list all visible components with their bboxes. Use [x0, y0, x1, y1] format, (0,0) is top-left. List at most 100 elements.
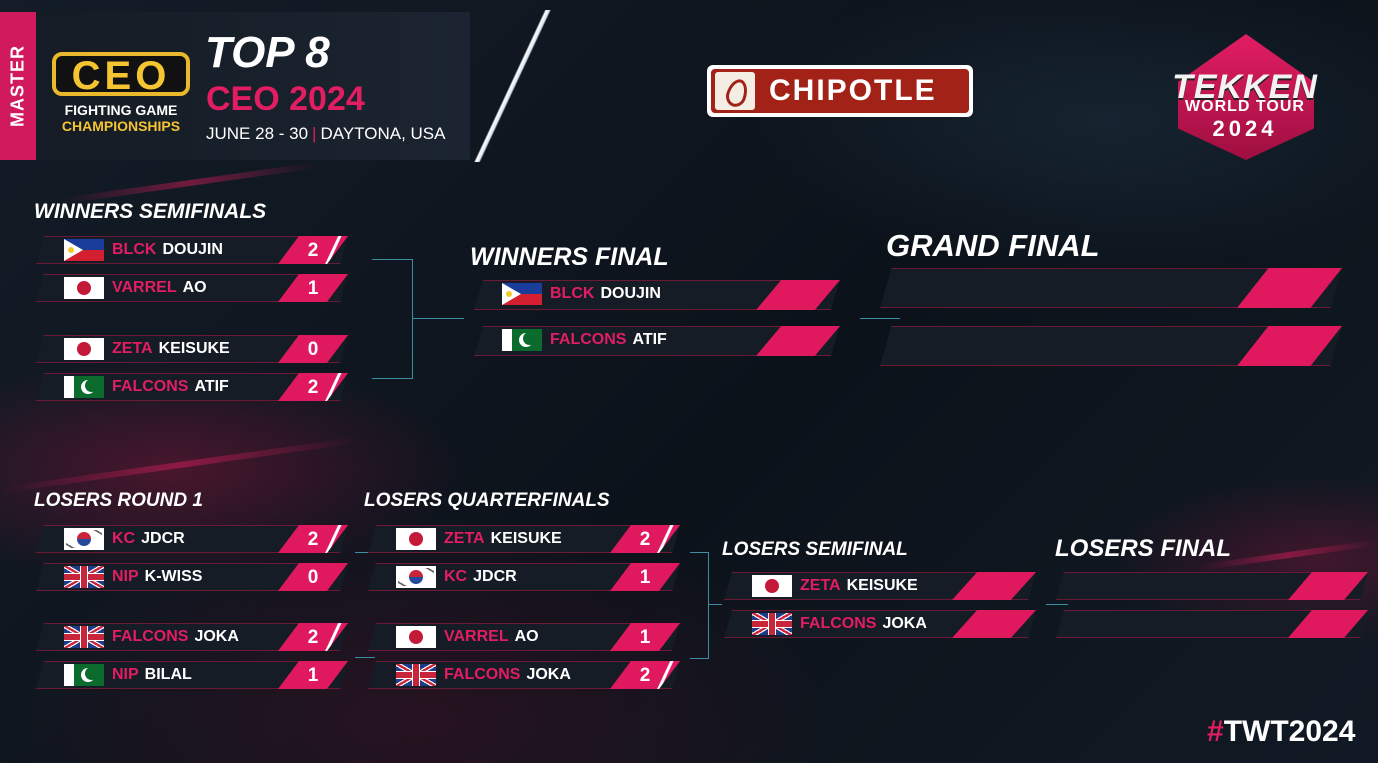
player-entry: FALCONS ATIF [112, 378, 229, 396]
bracket-connector [372, 259, 413, 379]
grand-final-slot[interactable] [880, 326, 1342, 366]
team-tag: KC [112, 530, 136, 547]
score-value: 1 [639, 567, 651, 588]
team-tag: ZETA [112, 340, 153, 357]
tour-logo-word: TEKKEN [1172, 68, 1318, 106]
player-name: JDCR [141, 530, 185, 547]
player-name: K-WISS [144, 568, 203, 585]
uk-flag [64, 566, 104, 588]
team-tag: NIP [112, 666, 139, 683]
hashtag-symbol: # [1207, 715, 1224, 748]
tour-logo-year: 2024 [1212, 116, 1278, 141]
team-tag: FALCONS [444, 666, 521, 683]
player-name: AO [514, 628, 539, 645]
uk-flag [64, 626, 104, 648]
team-tag: VARREL [444, 628, 509, 645]
section-losers-quarterfinals: LOSERS QUARTERFINALS [364, 490, 610, 511]
player-name: DOUJIN [600, 285, 661, 302]
divider: | [312, 124, 317, 143]
tier-badge: MASTER [0, 12, 36, 160]
player-name: ATIF [632, 331, 667, 348]
player-entry: ZETA KEISUKE [112, 340, 230, 358]
player-entry: VARREL AO [444, 628, 539, 646]
team-tag: VARREL [112, 279, 177, 296]
event-date-location: JUNE 28 - 30|DAYTONA, USA [206, 124, 445, 144]
section-winners-final: WINNERS FINAL [470, 243, 669, 271]
bracket-connector [355, 552, 375, 553]
section-grand-final: GRAND FINAL [886, 228, 1100, 263]
player-entry: FALCONS JOKA [112, 628, 239, 646]
player-name: ATIF [194, 378, 229, 395]
sponsor-logo: CHIPOTLE [707, 65, 973, 117]
match-slot[interactable]: ZETA KEISUKE [724, 572, 1036, 600]
grand-final-slot[interactable] [880, 268, 1342, 308]
player-name: AO [182, 279, 207, 296]
tekken-world-tour-logo: TEKKEN WORLD TOUR 2024 [1120, 18, 1370, 160]
team-tag: KC [444, 568, 468, 585]
ceo-logo: CEO FIGHTING GAME CHAMPIONSHIPS [46, 44, 196, 136]
team-tag: ZETA [444, 530, 485, 547]
score-value: 1 [307, 278, 319, 299]
ceo-logo-line1: FIGHTING GAME [64, 102, 178, 118]
team-tag: FALCONS [112, 378, 189, 395]
player-name: JOKA [194, 628, 239, 645]
section-losers-semifinal: LOSERS SEMIFINAL [722, 539, 908, 560]
player-name: KEISUKE [158, 340, 230, 357]
score-value: 2 [639, 665, 651, 686]
section-losers-round-1: LOSERS ROUND 1 [34, 490, 203, 511]
match-slot[interactable]: NIP BILAL 1 [36, 661, 348, 689]
losers-final-slot[interactable] [1056, 572, 1368, 600]
match-slot[interactable]: FALCONS ATIF 2 [36, 373, 348, 401]
player-name: KEISUKE [846, 577, 918, 594]
score-value: 2 [307, 529, 319, 550]
team-tag: NIP [112, 568, 139, 585]
match-slot[interactable]: VARREL AO 1 [368, 623, 680, 651]
philippines-flag [502, 283, 542, 305]
team-tag: FALCONS [550, 331, 627, 348]
uk-flag [752, 613, 792, 635]
pepper-icon [715, 72, 755, 110]
player-entry: VARREL AO [112, 279, 207, 297]
bracket-connector [860, 318, 900, 319]
score-value: 1 [307, 665, 319, 686]
player-entry: NIP BILAL [112, 666, 192, 684]
score-value: 2 [639, 529, 651, 550]
match-slot[interactable]: VARREL AO 1 [36, 274, 348, 302]
bracket-connector [355, 657, 375, 658]
section-losers-final: LOSERS FINAL [1055, 535, 1232, 562]
team-tag: FALCONS [112, 628, 189, 645]
match-slot[interactable]: FALCONS ATIF [474, 326, 840, 356]
player-name: BILAL [144, 666, 192, 683]
score-value: 1 [639, 627, 651, 648]
uk-flag [396, 664, 436, 686]
player-entry: FALCONS ATIF [550, 331, 667, 349]
team-tag: BLCK [112, 241, 157, 258]
match-slot[interactable]: KC JDCR 2 [36, 525, 348, 553]
tier-label: MASTER [7, 45, 28, 127]
losers-final-slot[interactable] [1056, 610, 1368, 638]
header-edge-stripe [465, 10, 560, 162]
section-winners-semifinals: WINNERS SEMIFINALS [34, 200, 267, 223]
event-dates: JUNE 28 - 30 [206, 124, 309, 143]
score-value: 2 [307, 377, 319, 398]
sponsor-name: CHIPOTLE [769, 74, 937, 107]
team-tag: FALCONS [800, 615, 877, 632]
team-tag: ZETA [800, 577, 841, 594]
bracket-connector [690, 552, 709, 659]
hashtag: #TWT2024 [1207, 715, 1355, 749]
bracket-connector [708, 604, 722, 605]
